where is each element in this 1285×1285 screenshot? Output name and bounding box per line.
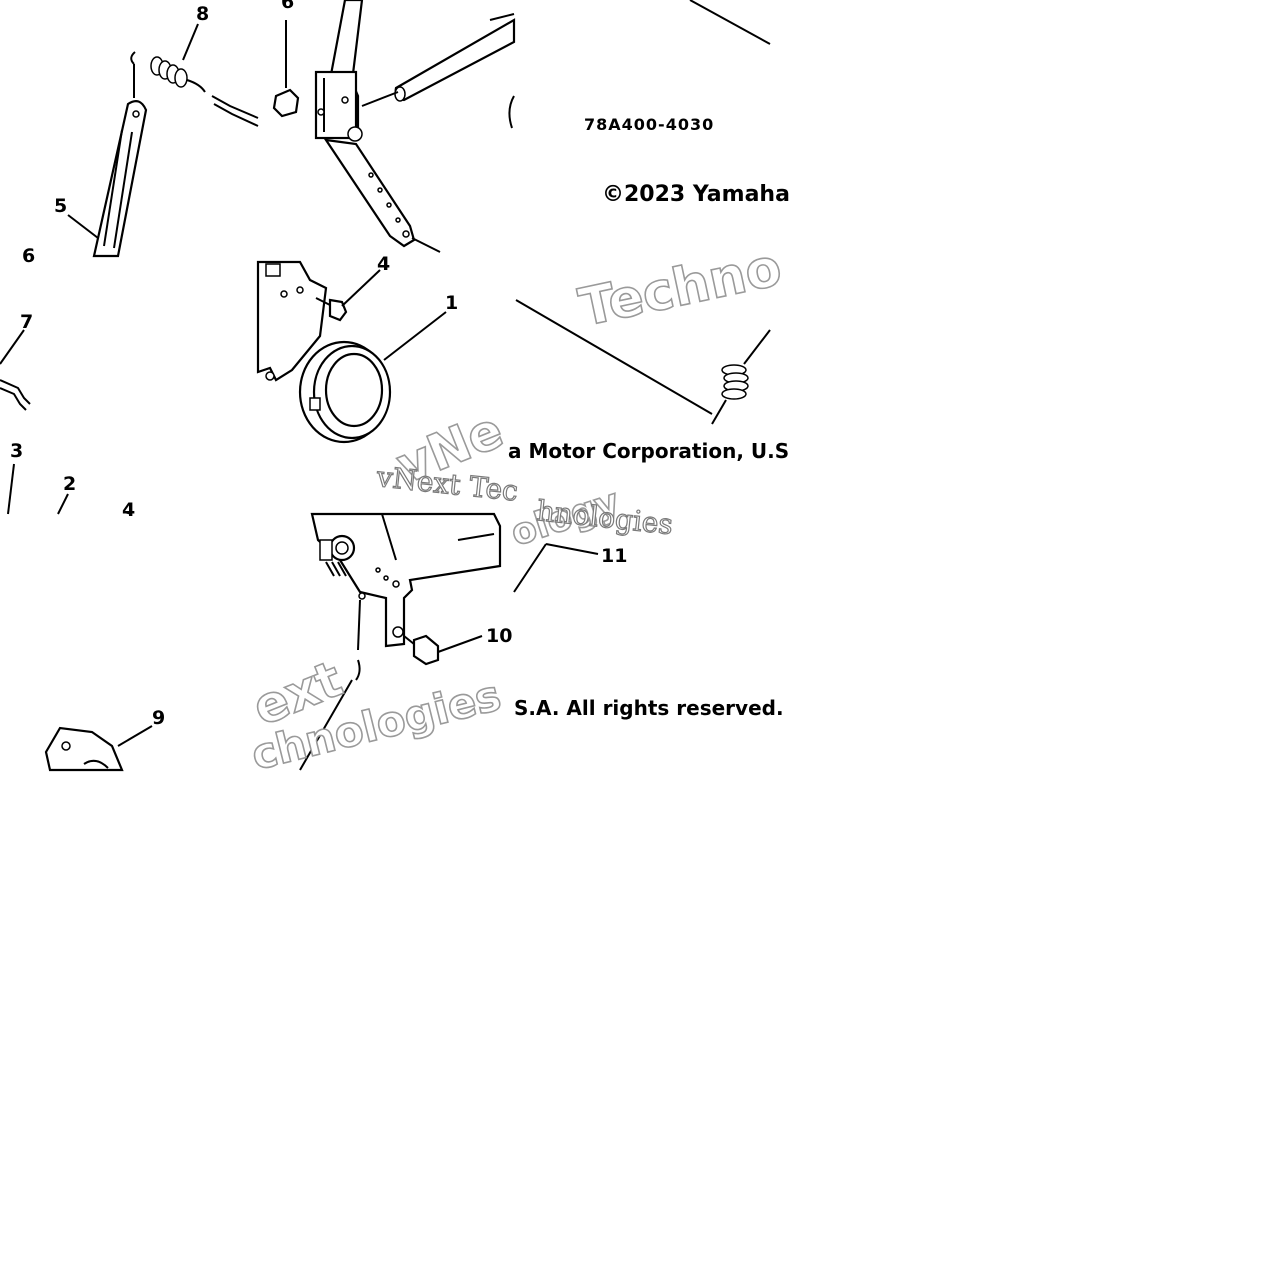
callout-4-lower: 4 xyxy=(122,499,135,521)
callout-7: 7 xyxy=(20,311,33,333)
watermark-vnext-tec: vNext Tec xyxy=(374,460,519,508)
switch-part xyxy=(319,534,356,577)
callout-9: 9 xyxy=(152,707,165,729)
bolt-part xyxy=(315,269,381,322)
bracket-part-9 xyxy=(44,725,153,772)
callout-11: 11 xyxy=(601,545,627,567)
callout-5: 5 xyxy=(54,195,67,217)
callout-8: 8 xyxy=(196,3,209,25)
nut-part xyxy=(272,20,300,118)
copyright-line-1: ©2023 Yamaha xyxy=(602,182,790,207)
ring-bracket-assembly xyxy=(256,260,447,444)
part-code: 78A400-4030 xyxy=(584,115,714,134)
top-right-leaders xyxy=(689,0,771,45)
copyright-line-2: a Motor Corporation, U.S xyxy=(508,439,789,463)
lower-left-leaders xyxy=(7,463,133,515)
callout-6-left: 6 xyxy=(22,245,35,267)
switch-plate-assembly xyxy=(299,512,502,771)
spring-arm-part xyxy=(0,329,31,411)
callout-1: 1 xyxy=(445,292,458,314)
copyright-line-3: S.A. All rights reserved. xyxy=(514,696,784,720)
coil-spring-part xyxy=(711,329,771,425)
watermark: Techno vNe vNext Tec ology hnologies ext… xyxy=(244,237,787,781)
callout-6-top: 6 xyxy=(281,0,294,13)
watermark-techno: Techno xyxy=(574,238,786,339)
callout-10: 10 xyxy=(486,625,512,647)
lower-right-leaders xyxy=(513,543,599,593)
callout-2: 2 xyxy=(63,473,76,495)
callout-4-upper: 4 xyxy=(377,253,390,275)
ring-part xyxy=(298,311,447,444)
callout-3: 3 xyxy=(10,440,23,462)
spring-lever-assembly xyxy=(67,23,259,258)
callout-labels: 8 6 5 6 4 1 7 3 2 4 11 10 9 xyxy=(10,0,627,729)
bolt-part-10 xyxy=(403,634,483,666)
spring-part xyxy=(150,56,206,93)
right-spring-part xyxy=(515,299,771,425)
bracket-arm-assembly xyxy=(272,0,516,253)
